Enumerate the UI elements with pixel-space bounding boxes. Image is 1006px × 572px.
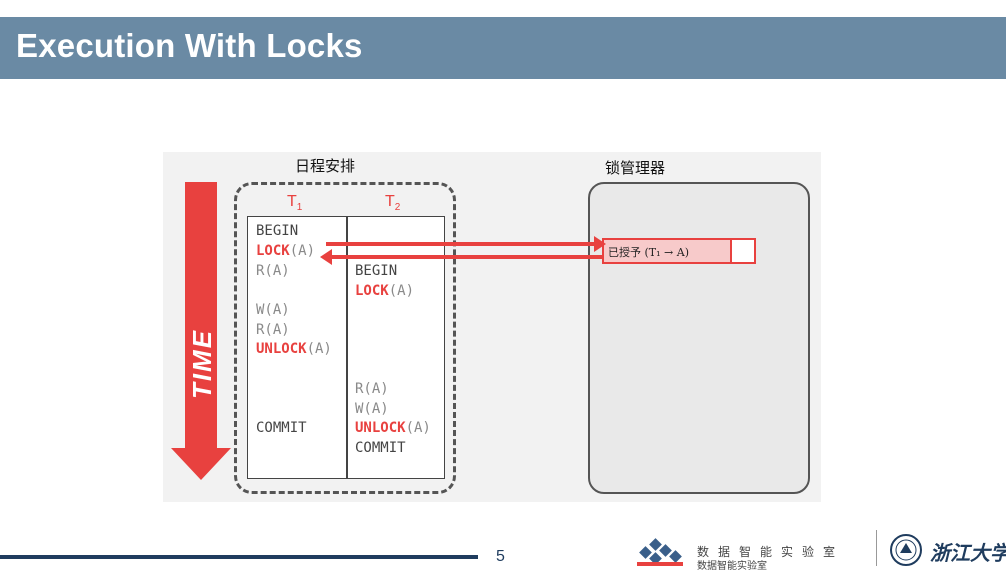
t1-commit: COMMIT — [256, 420, 307, 436]
t1-unlock: UNLOCK(A) — [256, 341, 332, 357]
title-bar: Execution With Locks — [0, 17, 1006, 79]
column-divider — [346, 216, 348, 479]
t1-read-1: R(A) — [256, 263, 290, 279]
t1-header: T1 — [287, 193, 303, 214]
page-number: 5 — [496, 548, 505, 565]
university-seal-icon — [890, 534, 922, 566]
t2-begin: BEGIN — [355, 263, 398, 279]
t2-write: W(A) — [355, 401, 389, 417]
university-name: 浙江大学 — [930, 541, 1006, 565]
t1-write: W(A) — [256, 302, 290, 318]
schedule-container — [234, 182, 456, 494]
time-label: TIME — [187, 329, 217, 399]
grant-slot — [730, 240, 754, 262]
lock-grant-bar: 已授予 (T₁ → A) — [602, 238, 756, 264]
t2-read: R(A) — [355, 381, 389, 397]
t2-lock: LOCK(A) — [355, 283, 415, 299]
footer-line — [0, 555, 478, 559]
t2-commit: COMMIT — [355, 440, 406, 456]
lock-manager-label: 锁管理器 — [605, 159, 666, 177]
lock-grant-arrow — [320, 249, 602, 265]
lock-request-arrow — [326, 236, 606, 252]
t1-read-2: R(A) — [256, 322, 290, 338]
grant-text: 已授予 (T₁ → A) — [608, 246, 689, 259]
schedule-label: 日程安排 — [295, 157, 356, 175]
lock-manager-box — [588, 182, 810, 494]
t1-lock: LOCK(A) — [256, 243, 316, 259]
footer-separator — [876, 530, 877, 566]
lab-subtitle: 数据智能实验室 — [697, 561, 767, 572]
t1-begin: BEGIN — [256, 223, 299, 239]
lock-arrows — [320, 236, 606, 265]
lab-logo-icon — [637, 538, 683, 566]
lab-name: 数据智能实验室 — [697, 545, 845, 559]
time-arrow: TIME — [171, 182, 231, 480]
slide-title: Execution With Locks — [16, 27, 363, 64]
t2-header: T2 — [385, 193, 401, 214]
t2-unlock: UNLOCK(A) — [355, 420, 431, 436]
